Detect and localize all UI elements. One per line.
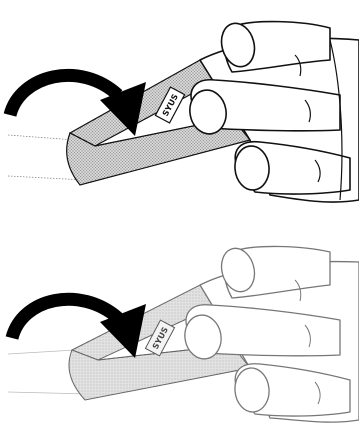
guide-line-upper xyxy=(8,350,75,354)
guide-line-lower xyxy=(8,176,85,180)
hand-illustration xyxy=(186,20,359,202)
panel-bottom: SYUS xyxy=(8,245,359,423)
panel-top: SYUS xyxy=(8,20,359,202)
hand-illustration xyxy=(181,245,359,423)
guide-line-lower xyxy=(8,392,90,394)
guide-line-upper xyxy=(8,135,75,140)
